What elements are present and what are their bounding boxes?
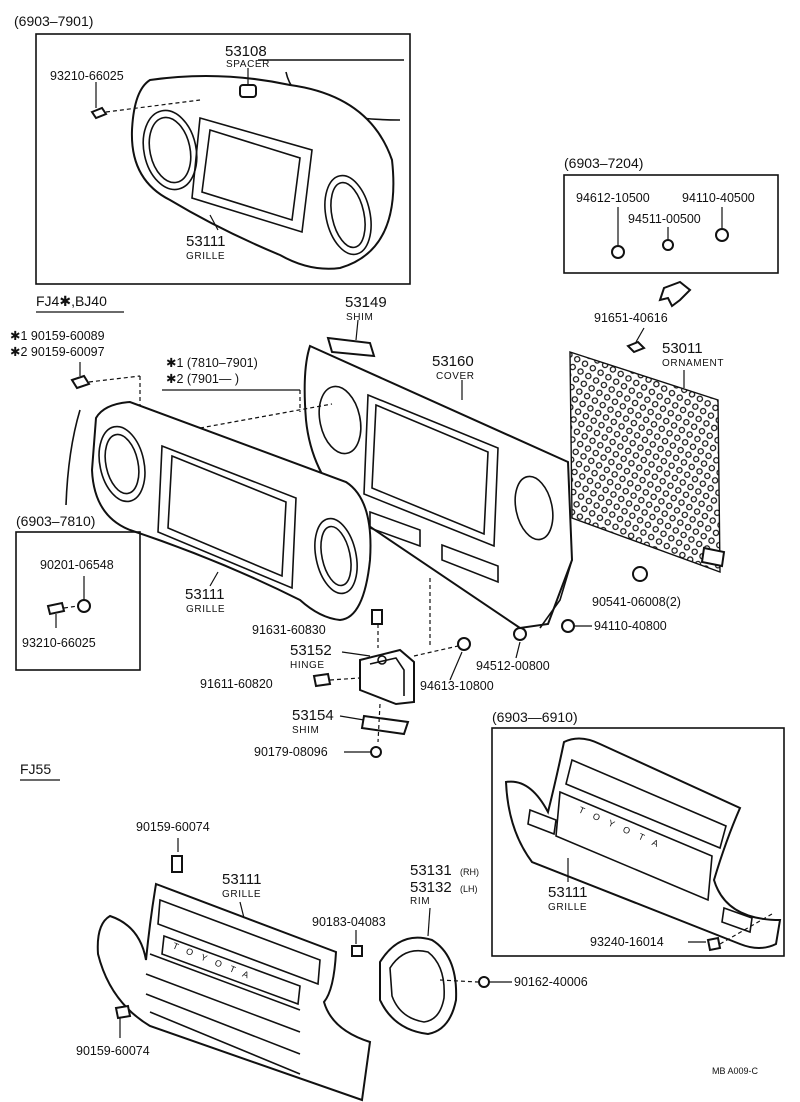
fj55-clip-part	[351, 945, 363, 957]
rim-rh-number: 53131	[410, 862, 452, 879]
note-1: ✱1 90159-60089	[10, 329, 105, 343]
nut-b-main-part	[561, 619, 575, 633]
screw-left-number: 93210-66025	[22, 636, 96, 650]
grille-top-name: GRILLE	[186, 251, 225, 262]
grille-main-number: 53111	[185, 586, 225, 603]
fj55-grille-name: GRILLE	[222, 889, 261, 900]
grille-main-part	[90, 400, 372, 622]
range-2: ✱2 (7901— )	[166, 372, 239, 386]
shim-number: 53154	[292, 707, 334, 724]
fj55-grille-part	[96, 882, 372, 1102]
ornament-clip-part	[700, 546, 726, 568]
nut-b-part	[715, 228, 729, 242]
spacer-number: 53108	[225, 43, 267, 60]
shim-part	[360, 714, 410, 736]
clip-part	[626, 340, 646, 354]
fj55-rim-part	[379, 936, 458, 1036]
main-model: FJ4✱,BJ40	[36, 293, 107, 309]
bolt-a-part	[371, 609, 383, 625]
inset-top-frame	[35, 33, 411, 285]
ornament-number: 53011	[662, 340, 703, 357]
clip-number: 91651-40616	[594, 311, 668, 325]
shim-top-name: SHIM	[346, 312, 373, 323]
washer-a-part	[611, 245, 625, 259]
bolt-a-number: 91631-60830	[252, 623, 326, 637]
washer-a-main-part	[457, 637, 471, 651]
inset-right-frame	[563, 174, 779, 274]
hinge-name: HINGE	[290, 660, 325, 671]
shim-top-number: 53149	[345, 294, 387, 311]
inset-left: (6903–7810) 90201-06548 93210-66025	[15, 513, 141, 671]
cover-number: 53160	[432, 353, 474, 370]
washer-c-part	[662, 239, 674, 251]
ornament-mesh-part	[569, 351, 721, 574]
spacer-part	[239, 84, 257, 98]
br-screw-number: 93240-16014	[590, 935, 664, 949]
fj55-rim-screw-part	[478, 976, 490, 988]
washer-b-number: 94512-00800	[476, 659, 550, 673]
inset-br-frame	[491, 727, 785, 957]
part-a-number: 94612-10500	[576, 191, 650, 205]
br-grille-name: GRILLE	[548, 902, 587, 913]
note-2: ✱2 90159-60097	[10, 345, 105, 359]
cover-part	[303, 344, 574, 630]
footer-code: MB A009-C	[712, 1066, 759, 1076]
rim-lh-number: 53132	[410, 879, 452, 896]
ornament-name: ORNAMENT	[662, 358, 724, 369]
rim-lh-tag: (LH)	[460, 884, 478, 894]
br-screw-part	[706, 936, 722, 952]
rim-name: RIM	[410, 896, 430, 907]
grille-top-part	[130, 75, 395, 270]
fj55-screw-bottom-part	[114, 1004, 132, 1020]
range-1: ✱1 (7810–7901)	[166, 356, 258, 370]
fj55-grille-number: 53111	[222, 871, 262, 888]
cover-name: COVER	[436, 371, 475, 382]
bolt-b-part	[312, 672, 332, 688]
inset-left-code: (6903–7810)	[16, 513, 95, 529]
inset-br-code: (6903—6910)	[492, 709, 578, 725]
fj55-rim-screw-number: 90162-40006	[514, 975, 588, 989]
inset-top-code: (6903–7901)	[14, 13, 93, 29]
fj55-assembly: FJ55 90159-60074 TOYOTA 53111 GRILLE 901…	[20, 761, 588, 1102]
washer-b-part	[513, 627, 527, 641]
inset-right: (6903–7204) 94612-10500 94110-40500 9451…	[563, 155, 779, 308]
inset-br: (6903—6910) TOYOTA 53111 GRILLE 93240-16…	[491, 709, 785, 957]
shim-top-part	[326, 336, 376, 358]
main-assembly: FJ4✱,BJ40 ✱1 90159-60089 ✱2 90159-60097 …	[10, 293, 726, 759]
rim-rh-tag: (RH)	[460, 867, 479, 877]
inset-left-frame	[15, 531, 141, 671]
shim-name: SHIM	[292, 725, 319, 736]
screw-note-part	[70, 374, 91, 390]
nut-a-number: 90541-06008(2)	[592, 595, 681, 609]
nut-c-part	[370, 746, 382, 758]
nut-b-number: 94110-40800	[594, 619, 667, 633]
inset-right-code: (6903–7204)	[564, 155, 643, 171]
fj55-screw-bottom-number: 90159-60074	[76, 1044, 150, 1058]
grille-top-number: 53111	[186, 233, 226, 250]
br-grille-part	[504, 737, 782, 949]
part-c-number: 94511-00500	[628, 212, 701, 226]
nut-left-part	[77, 599, 91, 613]
grille-main-name: GRILLE	[186, 604, 225, 615]
hinge-part	[359, 648, 415, 706]
washer-a-number: 94613-10800	[420, 679, 494, 693]
part-b-number: 94110-40500	[682, 191, 755, 205]
nut-a-part	[632, 566, 648, 582]
bolt-b-number: 91611-60820	[200, 677, 273, 691]
inset-top: (6903–7901) 53108 SPACER 93210-66025 531…	[14, 13, 411, 285]
br-grille-number: 53111	[548, 884, 588, 901]
hinge-number: 53152	[290, 642, 332, 659]
screw-top-part	[90, 106, 108, 120]
screw-left-part	[46, 601, 66, 616]
fj55-screw-top-number: 90159-60074	[136, 820, 210, 834]
spacer-name: SPACER	[226, 59, 270, 70]
nut-c-number: 90179-08096	[254, 745, 328, 759]
fj55-clip-number: 90183-04083	[312, 915, 386, 929]
nut-left-number: 90201-06548	[40, 558, 114, 572]
arrow-icon	[658, 280, 692, 308]
screw-top-number: 93210-66025	[50, 69, 124, 83]
fj55-screw-top-part	[171, 855, 183, 873]
fj55-model: FJ55	[20, 761, 51, 777]
